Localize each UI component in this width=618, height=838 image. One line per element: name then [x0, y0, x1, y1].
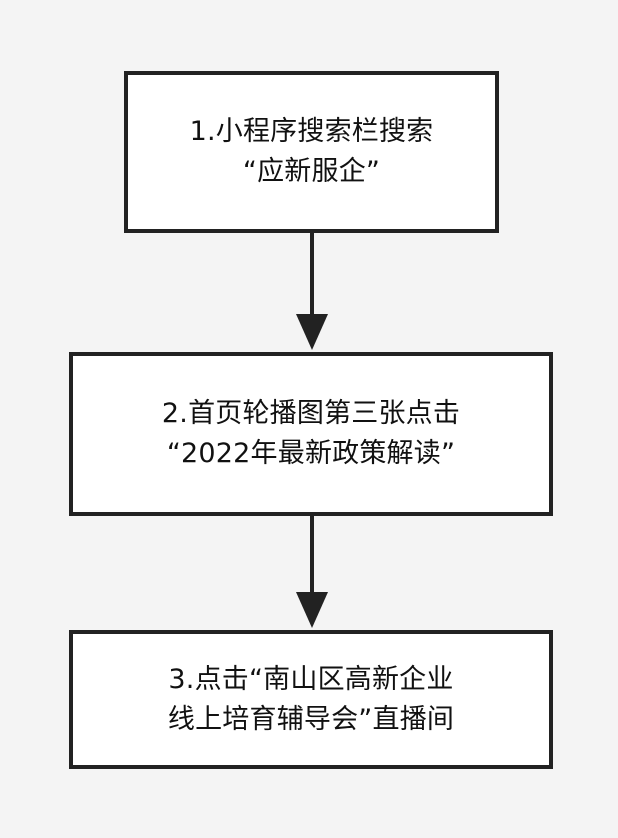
flow-step-2: 2.首页轮播图第三张点击 “2022年最新政策解读”	[69, 352, 553, 516]
flow-step-3-text: 3.点击“南山区高新企业 线上培育辅导会”直播间	[73, 660, 549, 740]
flow-step-1-text: 1.小程序搜索栏搜索 “应新服企”	[128, 112, 495, 192]
flow-step-3-line-1: 3.点击“南山区高新企业	[168, 663, 454, 695]
flow-step-2-text: 2.首页轮播图第三张点击 “2022年最新政策解读”	[73, 394, 549, 474]
flow-step-2-line-2: “2022年最新政策解读”	[166, 438, 456, 469]
flow-step-1: 1.小程序搜索栏搜索 “应新服企”	[124, 71, 499, 233]
down-arrow-icon	[296, 592, 328, 628]
flow-step-3-line-2: 线上培育辅导会”直播间	[167, 703, 455, 735]
down-arrow-icon	[296, 314, 328, 350]
flow-step-3: 3.点击“南山区高新企业 线上培育辅导会”直播间	[69, 630, 553, 769]
flow-step-1-line-1: 1.小程序搜索栏搜索	[189, 116, 434, 147]
flow-step-2-line-1: 2.首页轮播图第三张点击	[161, 398, 461, 429]
arrow-1-to-2	[296, 233, 328, 350]
arrow-2-to-3	[296, 516, 328, 628]
flow-step-1-line-2: “应新服企”	[242, 156, 381, 187]
